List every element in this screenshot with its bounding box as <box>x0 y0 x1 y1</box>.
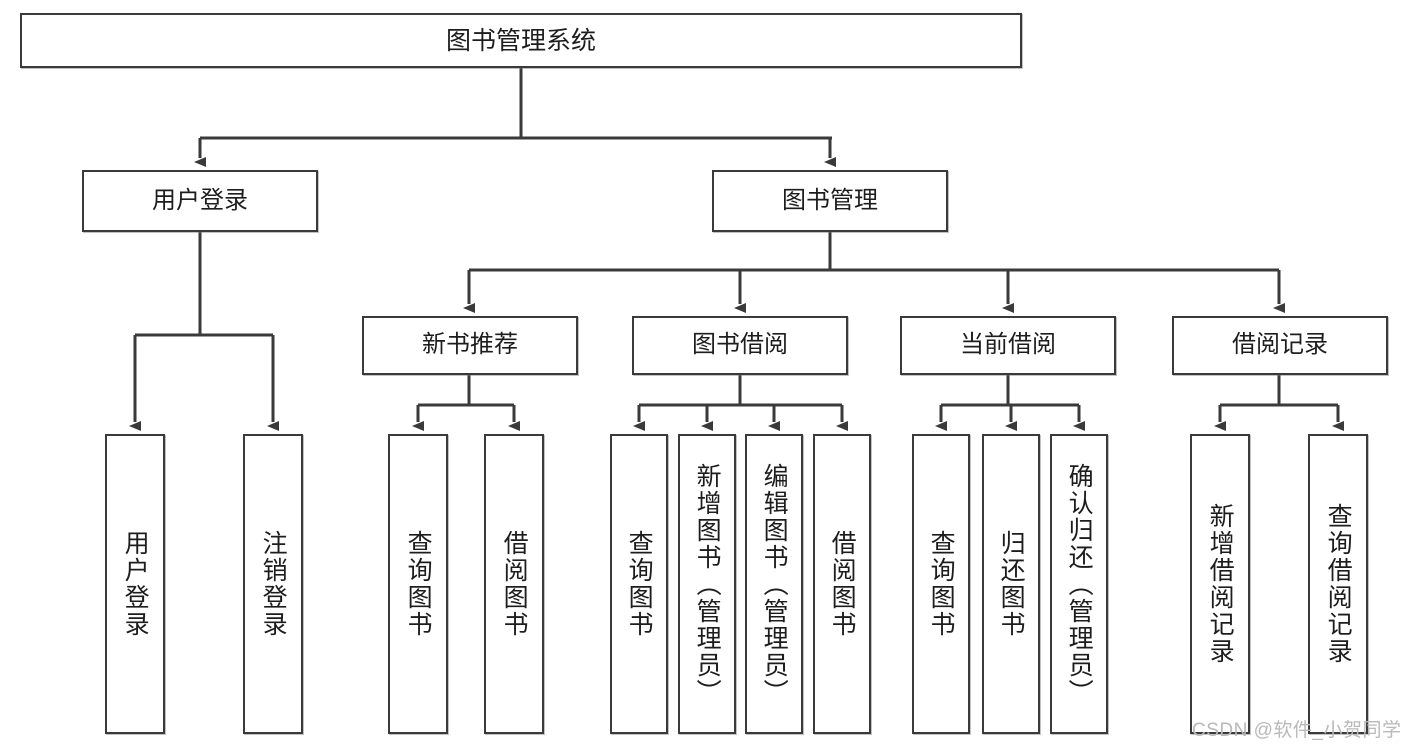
leaf-add-book-admin-label: 新增图书（管理员） <box>693 462 722 706</box>
node-book-borrow-label: 图书借阅 <box>692 331 788 359</box>
leaf-borrow-book-new[interactable]: 借阅图书 <box>484 434 544 734</box>
leaf-edit-book-admin-label: 编辑图书（管理员） <box>760 462 789 706</box>
node-book-management-label: 图书管理 <box>782 186 878 214</box>
leaf-confirm-return-admin[interactable]: 确认归还（管理员） <box>1050 434 1108 734</box>
leaf-add-borrow-record-label: 新增借阅记录 <box>1206 503 1235 665</box>
node-new-book-recommend[interactable]: 新书推荐 <box>362 316 578 375</box>
node-root-label: 图书管理系统 <box>445 26 596 55</box>
leaf-lend-book[interactable]: 借阅图书 <box>813 434 871 734</box>
leaf-edit-book-admin[interactable]: 编辑图书（管理员） <box>745 434 803 734</box>
leaf-add-book-admin[interactable]: 新增图书（管理员） <box>678 434 736 734</box>
leaf-query-book-borrow-label: 查询图书 <box>625 530 654 638</box>
leaf-query-book-borrow[interactable]: 查询图书 <box>610 434 668 734</box>
leaf-confirm-return-admin-label: 确认归还（管理员） <box>1065 462 1094 706</box>
node-user-login[interactable]: 用户登录 <box>82 170 318 232</box>
leaf-user-login-label: 用户登录 <box>121 530 150 638</box>
leaf-query-book-current-label: 查询图书 <box>927 530 956 638</box>
node-user-login-label: 用户登录 <box>152 186 248 214</box>
leaf-query-book-new-label: 查询图书 <box>404 530 433 638</box>
leaf-return-book[interactable]: 归还图书 <box>982 434 1040 734</box>
leaf-query-borrow-record[interactable]: 查询借阅记录 <box>1308 434 1368 734</box>
node-book-borrow[interactable]: 图书借阅 <box>632 316 848 375</box>
leaf-query-book-current[interactable]: 查询图书 <box>912 434 970 734</box>
node-borrow-records-label: 借阅记录 <box>1232 331 1328 359</box>
node-borrow-records[interactable]: 借阅记录 <box>1172 316 1388 375</box>
node-current-borrow-label: 当前借阅 <box>960 331 1056 359</box>
leaf-query-book-new[interactable]: 查询图书 <box>388 434 448 734</box>
node-book-management[interactable]: 图书管理 <box>712 170 948 232</box>
node-current-borrow[interactable]: 当前借阅 <box>900 316 1116 375</box>
leaf-logout[interactable]: 注销登录 <box>243 434 303 734</box>
leaf-user-login[interactable]: 用户登录 <box>105 434 165 734</box>
leaf-query-borrow-record-label: 查询借阅记录 <box>1324 503 1353 665</box>
leaf-borrow-book-new-label: 借阅图书 <box>500 530 529 638</box>
leaf-lend-book-label: 借阅图书 <box>828 530 857 638</box>
leaf-return-book-label: 归还图书 <box>997 530 1026 638</box>
watermark: CSDN @软件_小贺同学 <box>1192 720 1402 741</box>
leaf-add-borrow-record[interactable]: 新增借阅记录 <box>1190 434 1250 734</box>
node-root[interactable]: 图书管理系统 <box>20 13 1022 68</box>
leaf-logout-label: 注销登录 <box>259 530 288 638</box>
node-new-book-recommend-label: 新书推荐 <box>422 331 518 359</box>
